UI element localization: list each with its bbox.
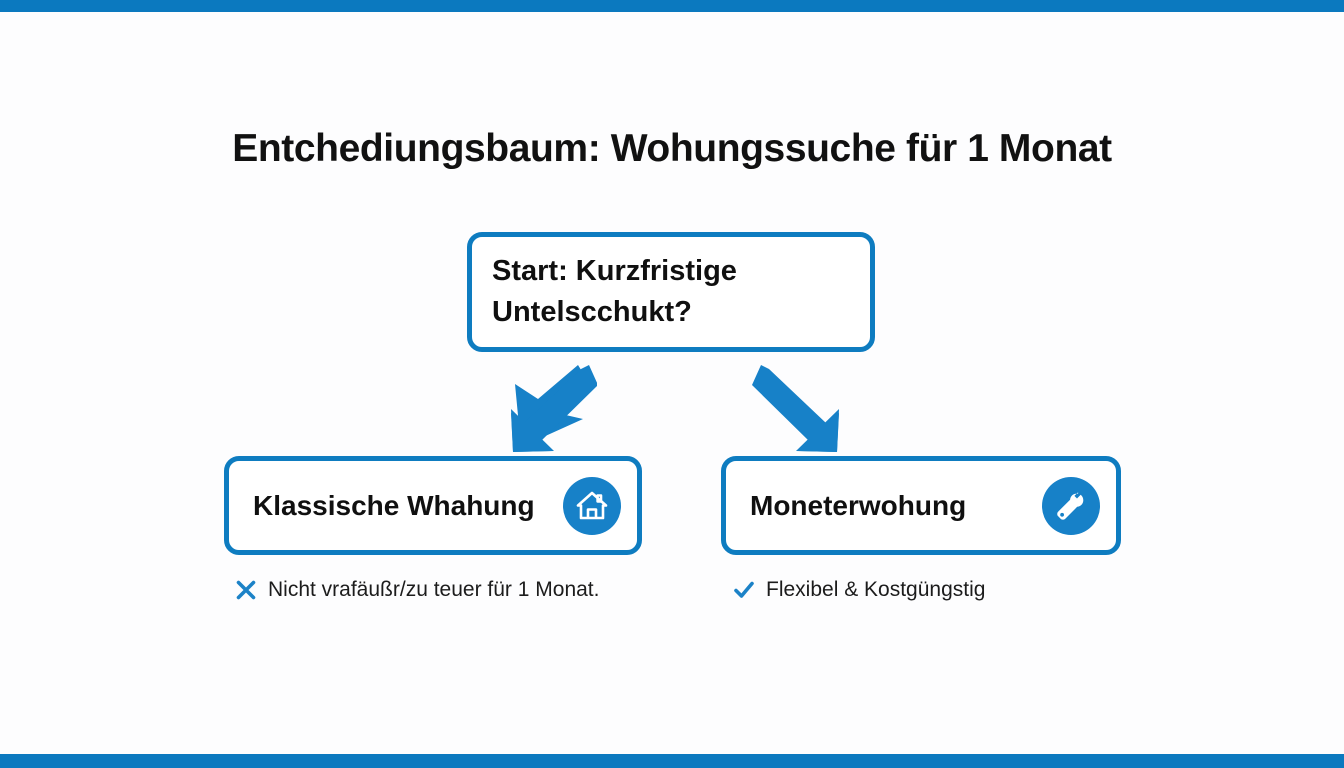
cross-icon — [233, 577, 259, 603]
caption-classic-apartment-text: Nicht vrafäußr/zu teuer für 1 Monat. — [268, 578, 600, 601]
check-icon — [731, 577, 757, 603]
wrench-icon — [1042, 476, 1100, 535]
caption-monteur-apartment-text: Flexibel & Kostgüngstig — [766, 578, 986, 601]
tree-node-root-label-line2: Untelscchukt? — [492, 296, 692, 328]
caption-monteur-apartment: Flexibel & Kostgüngstig — [731, 577, 985, 603]
arrow-down-left-icon — [511, 365, 597, 452]
tree-node-classic-apartment[interactable]: Klassische Whahung — [224, 456, 642, 555]
caption-classic-apartment: Nicht vrafäußr/zu teuer für 1 Monat. — [233, 577, 599, 603]
tree-node-root-label: Start: Kurzfristige Untelscchukt? — [492, 251, 737, 333]
page-title: Entchediungsbaum: Wohungssuche für 1 Mon… — [232, 127, 1112, 170]
tree-node-classic-apartment-label: Klassische Whahung — [253, 489, 535, 521]
tree-node-root-label-line1: Start: Kurzfristige — [492, 254, 737, 287]
tree-node-monteur-apartment-label: Moneterwohung — [750, 489, 967, 521]
arrow-down-right-icon — [752, 365, 839, 452]
bottom-accent-bar — [0, 754, 1344, 768]
tree-node-root[interactable]: Start: Kurzfristige Untelscchukt? — [467, 232, 875, 352]
house-icon — [563, 476, 621, 535]
tree-node-monteur-apartment[interactable]: Moneterwohung — [721, 456, 1121, 555]
top-accent-bar — [0, 0, 1344, 12]
